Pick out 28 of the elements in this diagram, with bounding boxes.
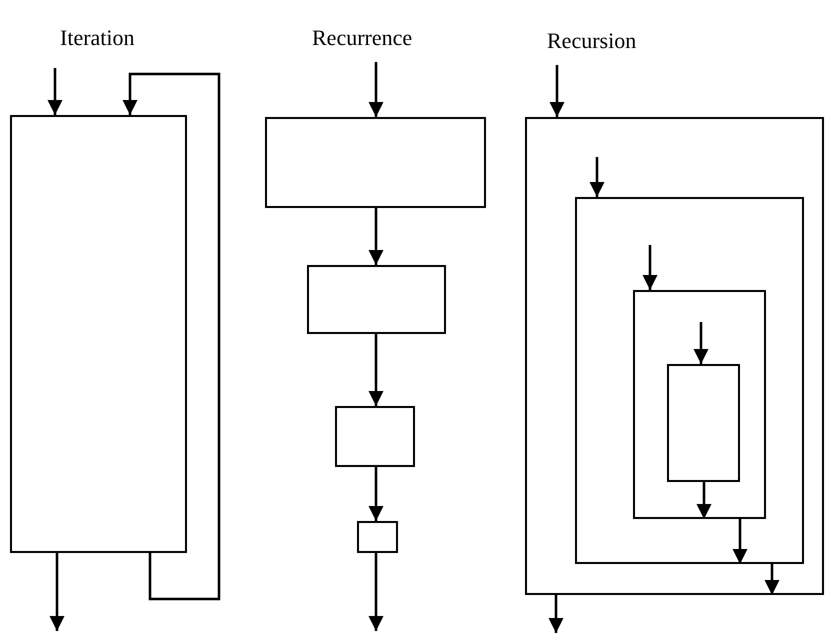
arrow [368,467,384,521]
process-box [307,265,446,334]
arrow [550,65,564,117]
arrow [368,62,384,117]
process-box [335,406,415,467]
process-box [265,117,486,208]
arrow [732,519,748,564]
arrow [764,564,780,595]
process-box [667,364,740,482]
arrow [48,68,62,115]
panel-heading: Recursion [547,30,636,52]
process-box [10,115,187,553]
arrow [122,72,220,600]
arrow [590,157,604,197]
arrow [368,553,384,631]
arrow [368,334,384,406]
arrow [696,482,712,519]
panel-heading: Iteration [60,27,135,49]
panel-heading: Recurrence [312,27,412,49]
process-box [633,290,766,519]
arrow [694,322,708,364]
arrow [368,208,384,265]
arrow [642,245,658,290]
process-box [575,197,804,564]
arrow [548,595,564,633]
process-box [357,521,398,553]
arrow [50,553,64,631]
process-box [525,117,824,595]
